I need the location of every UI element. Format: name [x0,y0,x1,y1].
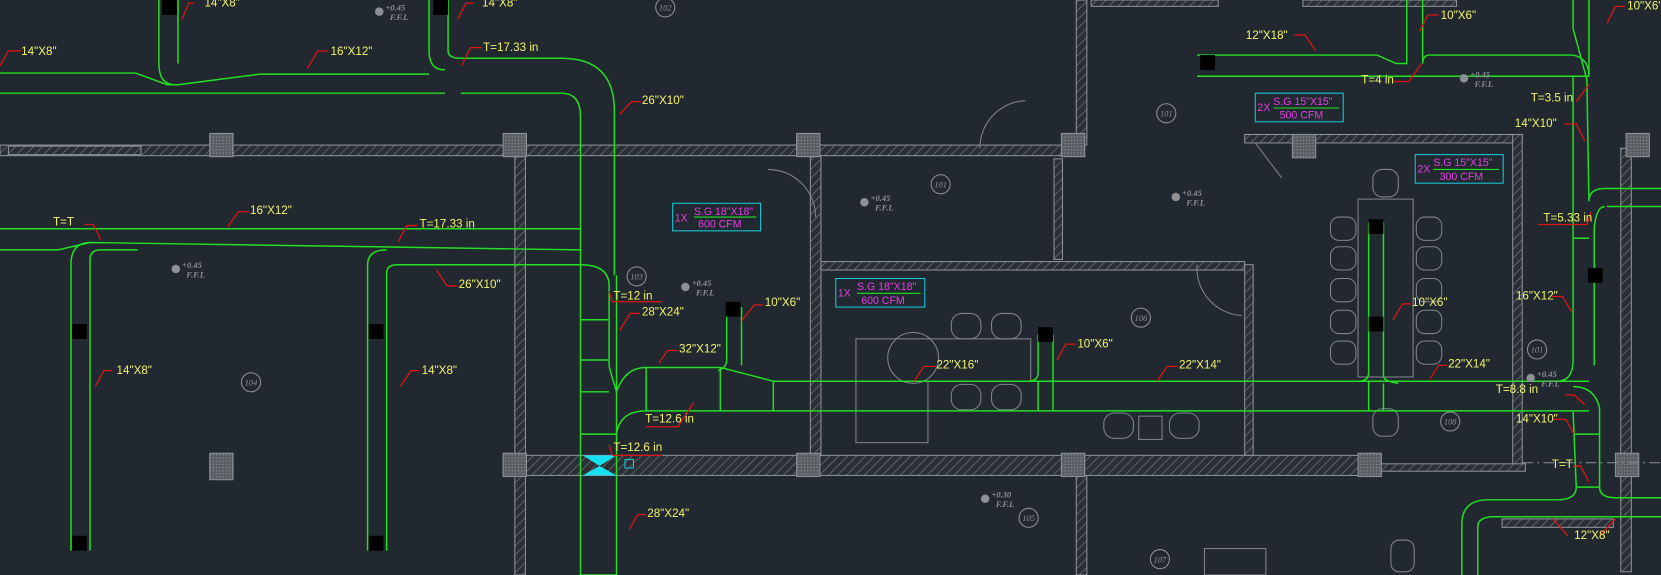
level-ref: F.F.L [1474,79,1494,89]
room-number: 101 [1531,345,1544,355]
grille-tag[interactable]: 1X S.G 18"X18" 600 CFM [672,202,762,232]
grille-tag[interactable]: 2X S.G 15"X15" 500 CFM [1254,92,1344,123]
duct-size-label: 26"X10" [459,278,501,291]
leaders [0,2,1625,537]
room-number: 106 [1135,313,1148,323]
duct-size-label: 10"X6" [1627,0,1661,13]
room-number: 104 [245,377,258,387]
transition-label: T=17.33 in [419,218,474,231]
duct-size-label: 16"X12" [250,204,292,217]
level-ref: F.F.L [1540,379,1560,389]
transition-label: T=T [1552,458,1573,471]
duct-size-label: 26"X10" [642,94,684,107]
grille-cfm: 600 CFM [861,295,905,307]
duct-size-label: 32"X12" [679,343,721,356]
room-number: 105 [1022,513,1035,523]
grille-type: S.G 18"X18" [857,281,917,293]
grille-type: S.G 15"X15" [1273,96,1333,108]
room-number: 101 [934,179,947,189]
grille-type: S.G 15"X15" [1433,157,1493,169]
room-number: 103 [630,272,643,282]
level-ref: F.F.L [695,287,715,297]
transition-label: T=12 in [613,290,652,303]
duct-labels: 14"X8" 14"X8" 14"X8" 16"X12" T=17.33 in … [21,0,1661,542]
duct-size-label: 12"X18" [1246,29,1288,42]
grille-qty: 2X [1257,102,1270,114]
duct-size-label: 22"X14" [1448,357,1490,370]
room-number: 102 [659,3,672,13]
duct-size-label: 28"X24" [642,306,684,319]
duct-size-label: 14"X8" [204,0,239,9]
duct-size-label: 14"X8" [482,0,517,9]
level-value: +0.45 [182,260,202,270]
grille-qty: 2X [1417,164,1430,176]
room-number: 108 [1444,417,1457,427]
level-ref: F.F.L [185,269,205,279]
grille-tags: 1X S.G 18"X18" 600 CFM 1X S.G 18"X18" 60… [672,92,1504,308]
grille-type: S.G 18"X18" [694,206,754,218]
room-number: 107 [1154,554,1167,564]
duct-size-label: 12"X8" [1574,529,1609,542]
transition-label: T=3.5 in [1531,92,1573,105]
duct-size-label: 14"X10" [1516,413,1558,426]
level-ref: F.F.L [389,12,409,22]
level-ref: F.F.L [995,499,1015,509]
transition-label: T=4 in [1361,74,1394,87]
duct-size-label: 22"X14" [1179,359,1221,372]
room-number: 101 [1160,108,1173,118]
level-ref: F.F.L [874,203,894,213]
duct-size-label: 14"X10" [1515,117,1557,130]
transition-label: T=5.33 in [1543,211,1592,224]
room-tags: 102 101 101 103 104 106 101 108 105 107 [240,0,1548,570]
level-value: +0.45 [386,3,406,13]
fire-damper [582,455,634,476]
grille-tag[interactable]: 2X S.G 15"X15" 300 CFM [1414,154,1504,184]
grille-qty: 1X [675,212,688,224]
duct-size-label: 22"X16" [936,359,978,372]
grille-cfm: 300 CFM [1440,171,1484,183]
transition-label: T=17.33 in [483,41,538,54]
transition-label: T=T [53,216,74,229]
duct-size-label: 10"X6" [1077,337,1112,350]
duct-size-label: 14"X8" [117,364,152,377]
transition-label: T=12.6 in [645,413,694,426]
duct-size-label: 10"X6" [1412,296,1447,309]
duct-size-label: 28"X24" [647,507,689,520]
level-value: +0.45 [1182,188,1202,198]
level-value: +0.45 [1470,69,1490,79]
grille-cfm: 500 CFM [1280,110,1324,122]
duct-size-label: 16"X12" [1516,290,1558,303]
level-value: +0.45 [692,278,712,288]
grille-qty: 1X [838,288,851,300]
grille-cfm: 600 CFM [698,219,742,231]
duct-size-label: 16"X12" [331,45,373,58]
grille-tag[interactable]: 1X S.G 18"X18" 600 CFM [835,277,926,308]
duct-size-label: 10"X6" [765,296,800,309]
transition-label: T=12.6 in [613,441,662,454]
duct-size-label: 10"X6" [1441,9,1476,22]
level-value: +0.30 [992,490,1012,500]
level-value: +0.45 [1537,369,1557,379]
level-ref: F.F.L [1185,197,1205,207]
transition-label: T=8.8 in [1496,383,1538,396]
duct-size-label: 14"X8" [21,45,56,58]
level-markers: +0.45F.F.L +0.45F.F.L +0.45F.F.L +0.45F.… [171,3,1560,509]
level-value: +0.45 [871,193,891,203]
duct-size-label: 14"X8" [422,364,457,377]
